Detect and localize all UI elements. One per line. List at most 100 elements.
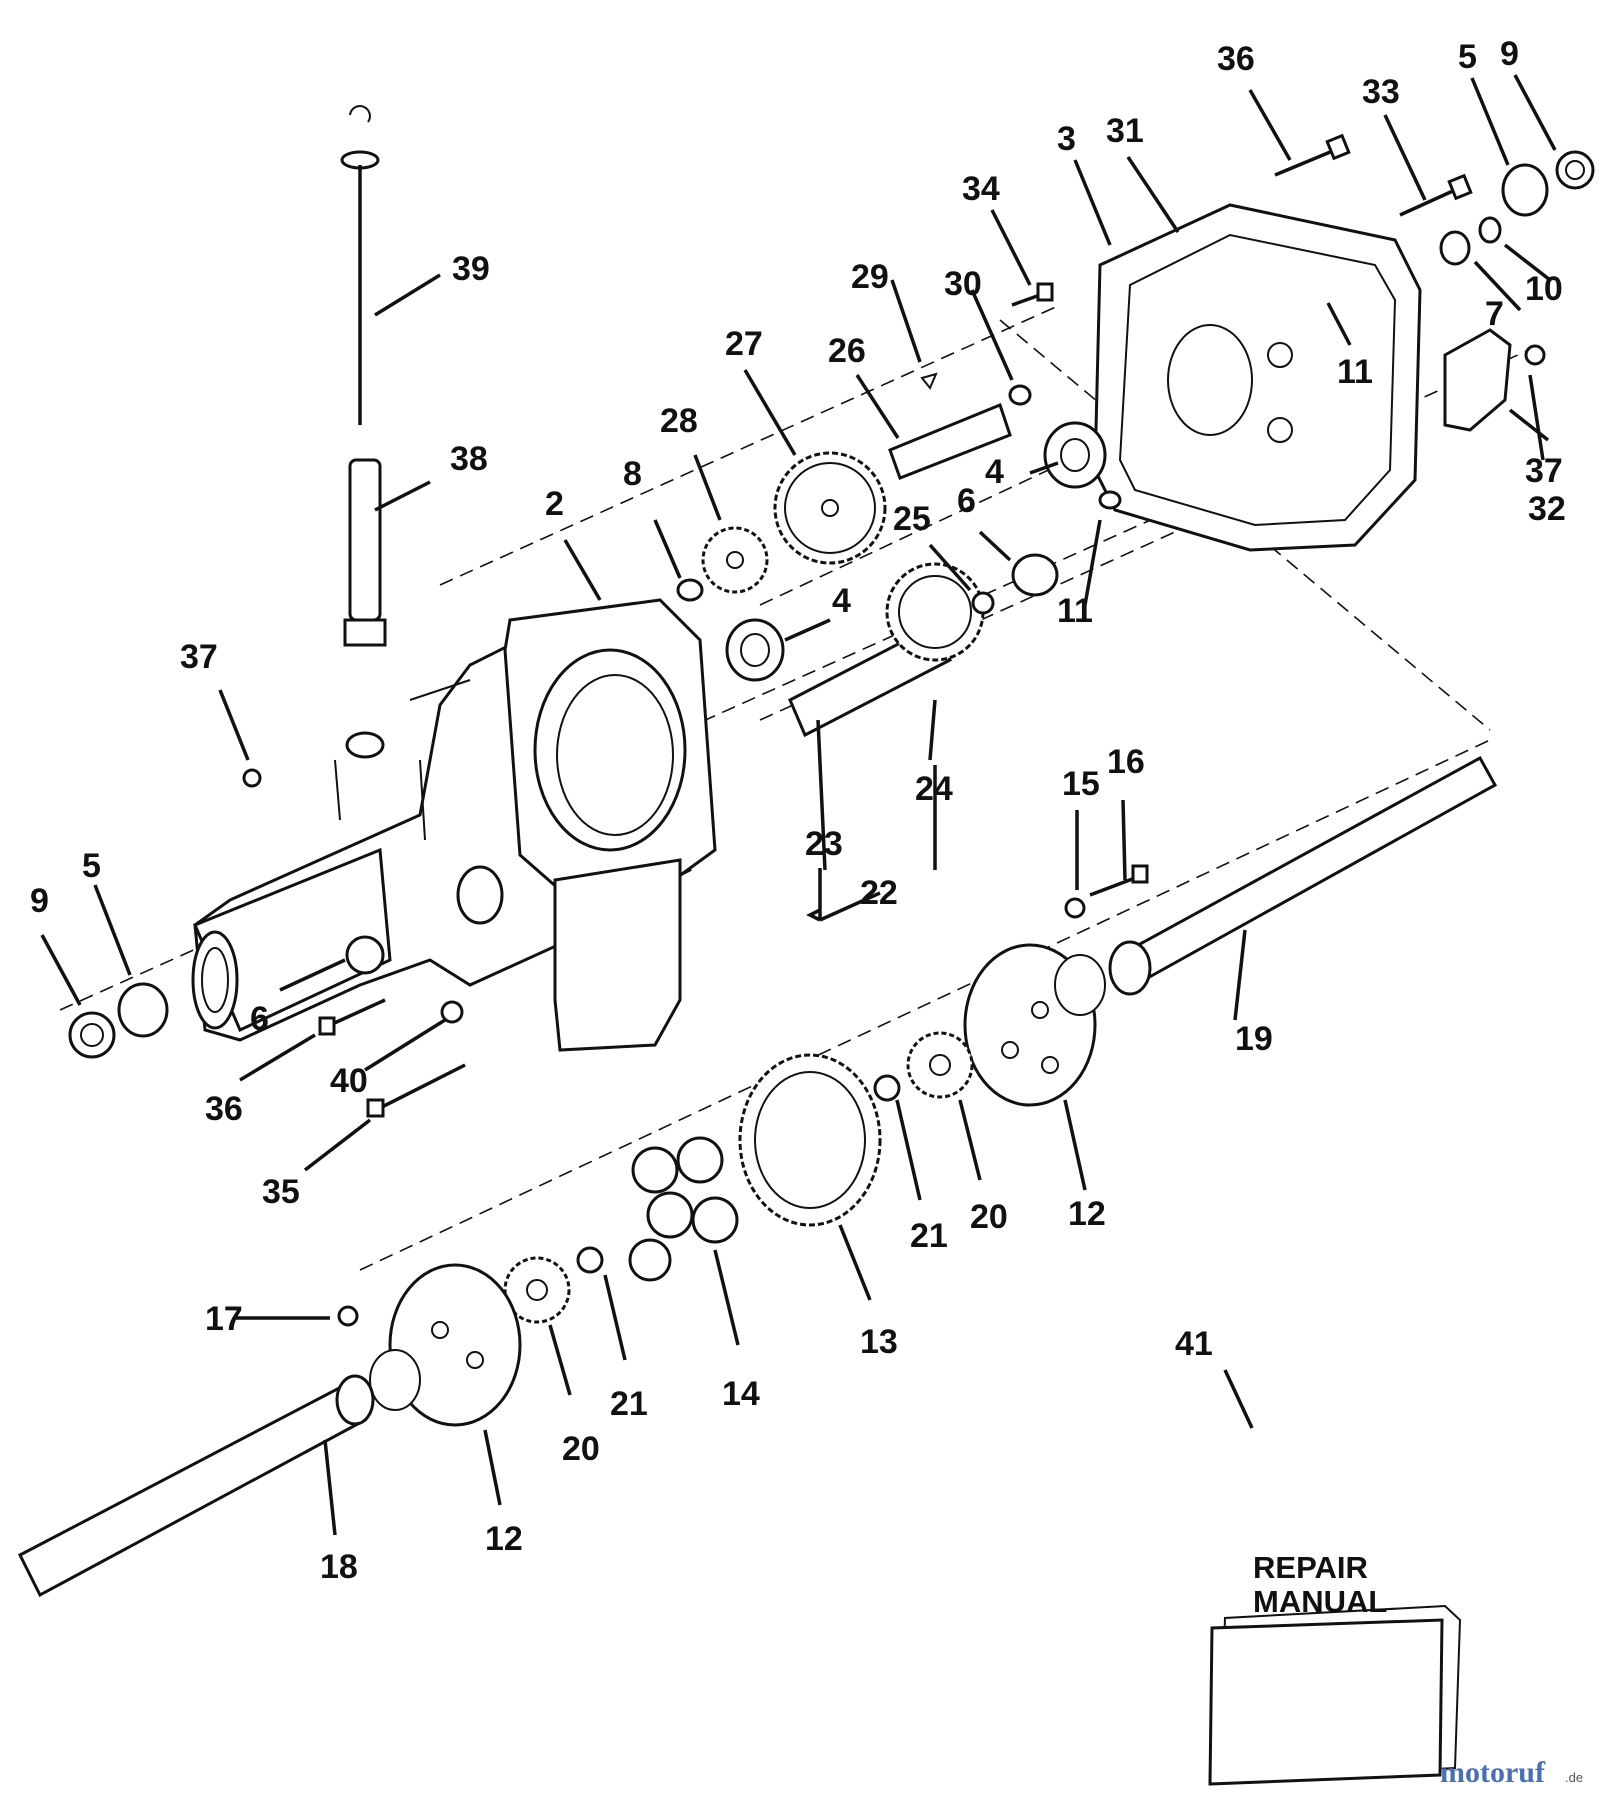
mounting-bracket <box>1443 328 1512 432</box>
dowel-pin <box>1098 490 1122 510</box>
nut-17 <box>337 1305 359 1327</box>
callout-32: 32 <box>1528 490 1566 528</box>
callout-27: 27 <box>725 325 763 363</box>
callout-38: 38 <box>450 440 488 478</box>
callout-4-upper: 4 <box>985 453 1004 491</box>
callout-31: 31 <box>1106 112 1144 150</box>
bolt-34 <box>1011 282 1054 307</box>
repair-manual: REPAIR MANUAL <box>1208 1550 1462 1786</box>
callout-36-bottom: 36 <box>205 1090 243 1128</box>
ring-gear <box>738 1053 882 1227</box>
callout-41: 41 <box>1175 1325 1213 1363</box>
snap-ring-left <box>576 1246 604 1274</box>
callout-15: 15 <box>1062 765 1100 803</box>
watermark-tld: .de <box>1565 1770 1583 1785</box>
callout-25: 25 <box>893 500 931 538</box>
small-gear <box>701 526 769 594</box>
callout-13: 13 <box>860 1323 898 1361</box>
fill-tube <box>343 458 387 647</box>
callout-6-left: 6 <box>250 1000 269 1038</box>
shaft-assembly <box>788 562 985 738</box>
callout-12-left: 12 <box>485 1520 523 1558</box>
callout-40: 40 <box>330 1062 368 1100</box>
snap-ring-right <box>873 1074 901 1102</box>
watermark-brand: motoruf <box>1440 1756 1546 1789</box>
callout-3: 3 <box>1057 120 1076 158</box>
callout-10: 10 <box>1525 270 1563 308</box>
callout-21-right: 21 <box>910 1217 948 1255</box>
callout-30: 30 <box>944 265 982 303</box>
dipstick <box>340 105 380 425</box>
washer-30 <box>1008 384 1032 406</box>
callout-14: 14 <box>722 1375 760 1413</box>
key <box>920 372 938 390</box>
svg-text:motoruf: motoruf <box>1440 1756 1546 1789</box>
callout-17: 17 <box>205 1300 243 1338</box>
seal-9-left <box>68 1011 116 1059</box>
bolt-33 <box>1399 173 1473 217</box>
callout-33: 33 <box>1362 73 1400 111</box>
callout-28: 28 <box>660 402 698 440</box>
seal-9-top <box>1555 150 1595 190</box>
manual-title-line2: MANUAL <box>1253 1584 1387 1619</box>
callout-36-top: 36 <box>1217 40 1255 78</box>
bushing-6-left <box>345 935 385 975</box>
side-cover <box>1093 203 1422 552</box>
callout-39: 39 <box>452 250 490 288</box>
bushing-6-right <box>1011 553 1059 597</box>
side-gear-left <box>503 1256 571 1324</box>
ball-bearing-upper <box>1043 421 1107 489</box>
callout-5-top: 5 <box>1458 38 1477 76</box>
callout-34: 34 <box>962 170 1000 208</box>
callout-5-left: 5 <box>82 847 101 885</box>
washer-15 <box>1064 897 1086 919</box>
callout-20-right: 20 <box>970 1198 1008 1236</box>
callout-9-left: 9 <box>30 882 49 920</box>
callout-24: 24 <box>915 770 953 808</box>
watermark: motoruf .de <box>1440 1756 1583 1789</box>
plug-40 <box>440 1000 464 1024</box>
callout-37-right: 37 <box>1525 452 1563 490</box>
thrust-washer <box>971 591 995 615</box>
idler-gear <box>773 451 887 565</box>
axle-right <box>1108 755 1498 996</box>
callout-37-left: 37 <box>180 638 218 676</box>
callout-22: 22 <box>860 874 898 912</box>
callout-7: 7 <box>1485 295 1504 333</box>
needle-bearing <box>676 578 704 602</box>
bearing-7 <box>1439 230 1471 266</box>
differential-carrier-right <box>963 943 1106 1107</box>
ball-bearing-lower <box>725 618 785 682</box>
side-gear-right <box>906 1031 974 1099</box>
callout-20-left: 20 <box>562 1430 600 1468</box>
callout-9-top: 9 <box>1500 35 1519 73</box>
callout-4-lower: 4 <box>832 582 851 620</box>
manual-title-line1: REPAIR <box>1253 1550 1368 1585</box>
pinion-gears <box>628 1136 739 1282</box>
nut-37-left <box>242 768 262 788</box>
bolt-36-top <box>1274 133 1351 177</box>
transmission-case <box>191 598 717 1052</box>
nut-37-right <box>1524 344 1546 366</box>
callout-8: 8 <box>623 455 642 493</box>
callout-numbers: 36 33 5 9 3 31 34 39 29 30 10 7 27 26 11… <box>30 35 1566 1586</box>
callout-6-right: 6 <box>957 482 976 520</box>
washer-10 <box>1478 216 1502 244</box>
callout-12-right: 12 <box>1068 1195 1106 1233</box>
callout-26: 26 <box>828 332 866 370</box>
callout-35: 35 <box>262 1173 300 1211</box>
callout-16: 16 <box>1107 743 1145 781</box>
svg-text:.de: .de <box>1565 1770 1583 1785</box>
callout-23: 23 <box>805 825 843 863</box>
differential-carrier-left <box>369 1263 522 1427</box>
callout-19: 19 <box>1235 1020 1273 1058</box>
callout-21-left: 21 <box>610 1385 648 1423</box>
leader-lines <box>40 74 1557 1536</box>
callout-18: 18 <box>320 1548 358 1586</box>
callout-11-lower: 11 <box>1057 592 1093 630</box>
bolt-16 <box>1089 864 1149 897</box>
bolt-35 <box>366 1063 466 1118</box>
callout-29: 29 <box>851 258 889 296</box>
bushing-5-left <box>117 982 169 1038</box>
